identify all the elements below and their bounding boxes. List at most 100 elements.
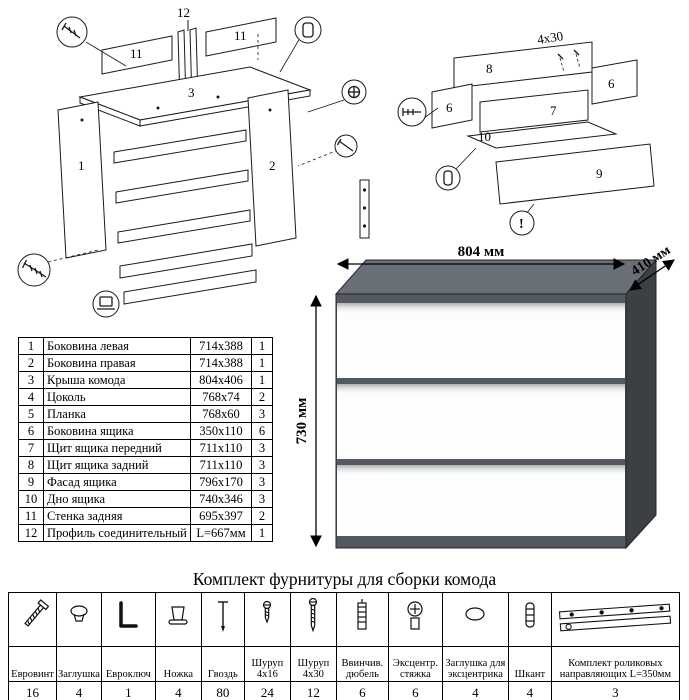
part-name: Щит ящика передний xyxy=(43,439,191,457)
part-size: 711x110 xyxy=(190,439,252,457)
hardware-qty-row: 16 4 1 4 80 24 12 6 6 4 4 3 xyxy=(8,681,680,700)
dowel-callout-circle xyxy=(294,16,322,44)
cam-cover-icon xyxy=(465,607,485,621)
part-name: Фасад ящика xyxy=(43,473,191,491)
wooden-dowel-icon xyxy=(525,602,535,628)
part-number: 6 xyxy=(18,422,44,440)
hardware-qty: 6 xyxy=(387,681,443,700)
part-label-facade: 9 xyxy=(596,166,603,181)
hardware-qty: 12 xyxy=(289,681,337,700)
frame-assembly-diagram: 12 11 11 3 1 2 xyxy=(17,5,370,318)
drawer-front-1 xyxy=(337,303,625,378)
hardware-qty: 1 xyxy=(100,681,156,700)
part-qty: 1 xyxy=(251,524,273,542)
part-size: 714x388 xyxy=(190,337,252,355)
hardware-name: Ножка xyxy=(154,646,202,682)
foot-callout-circle xyxy=(92,290,120,318)
part-label-back-right: 11 xyxy=(234,28,247,43)
dresser-render: 804 мм 410 мм 730 мм xyxy=(294,243,675,550)
hardware-name: Эксцентр. стяжка xyxy=(387,646,443,682)
screw-in-dowel-icon xyxy=(357,599,367,630)
cover-cap-icon xyxy=(70,605,88,622)
part-name: Боковина ящика xyxy=(43,422,191,440)
hardware-name: Заглушка для эксцентрика xyxy=(441,646,509,682)
part-size: 714x388 xyxy=(190,354,252,372)
dowel-callout-circle xyxy=(435,165,461,191)
part-size: 350x110 xyxy=(190,422,252,440)
part-number: 9 xyxy=(18,473,44,491)
hardware-qty: 4 xyxy=(154,681,202,700)
hardware-name: Евровинт xyxy=(8,646,57,682)
part-number: 1 xyxy=(18,337,44,355)
hardware-qty: 4 xyxy=(56,681,102,700)
screw-size-note: 4x30 xyxy=(536,28,564,47)
dresser-side-face xyxy=(625,258,657,550)
part-size: L=667мм xyxy=(190,524,252,542)
part-name: Щит ящика задний xyxy=(43,456,191,474)
part-size: 711x110 xyxy=(190,456,252,474)
part-label-top: 3 xyxy=(188,85,195,100)
part-label-side-right: 6 xyxy=(608,76,615,91)
warning-circle xyxy=(509,210,535,236)
hardware-qty: 24 xyxy=(243,681,291,700)
part-label-back-left: 11 xyxy=(130,46,143,61)
dresser-top-face xyxy=(334,259,658,295)
part-label-front: 7 xyxy=(550,103,557,118)
part-name: Цоколь xyxy=(43,388,191,406)
hardware-qty: 3 xyxy=(550,681,680,700)
foot-icon xyxy=(168,606,188,625)
height-dimension-label: 730 мм xyxy=(294,398,310,445)
hardware-table: Евровинт Заглушка Евроключ Ножка Гвоздь … xyxy=(8,592,680,700)
hardware-name: Заглушка xyxy=(56,646,102,682)
drawer-front-3 xyxy=(337,465,625,536)
hardware-name: Шуруп 4x16 xyxy=(243,646,291,682)
drawer-fronts xyxy=(337,303,625,536)
hardware-name: Гвоздь xyxy=(200,646,245,682)
hardware-name: Шкант xyxy=(507,646,552,682)
part-name: Боковина правая xyxy=(43,354,191,372)
depth-dimension-arrow xyxy=(629,259,675,291)
hardware-name-row: Евровинт Заглушка Евроключ Ножка Гвоздь … xyxy=(8,646,680,682)
cam-lock-icon xyxy=(407,601,423,630)
width-dimension-label: 804 мм xyxy=(458,244,505,260)
part-qty: 2 xyxy=(251,388,273,406)
hardware-name: Шуруп 4x30 xyxy=(289,646,337,682)
part-number: 4 xyxy=(18,388,44,406)
part-number: 7 xyxy=(18,439,44,457)
part-number: 12 xyxy=(18,524,44,542)
drawer-assembly-diagram: 8 6 6 7 10 9 4x30 ! xyxy=(397,28,655,236)
part-size: 768x74 xyxy=(190,388,252,406)
part-size: 768x60 xyxy=(190,405,252,423)
hardware-qty: 4 xyxy=(507,681,552,700)
warning-mark: ! xyxy=(519,217,524,232)
screw-4x30-icon xyxy=(309,597,318,633)
hardware-name: Ввинчив. дюбель xyxy=(335,646,389,682)
part-name: Стенка задняя xyxy=(43,507,191,525)
part-size: 695x397 xyxy=(190,507,252,525)
drawer-front-2 xyxy=(337,384,625,459)
part-label-bottom: 10 xyxy=(478,129,491,144)
nail-icon xyxy=(217,601,228,632)
part-size: 804x406 xyxy=(190,371,252,389)
hardware-icon-row xyxy=(8,592,680,647)
part-label-profile: 12 xyxy=(177,5,190,20)
part-name: Боковина левая xyxy=(43,337,191,355)
part-label-back: 8 xyxy=(486,61,493,76)
part-label-side-left: 6 xyxy=(446,100,453,115)
part-name: Крыша комода xyxy=(43,371,191,389)
hardware-kit-title: Комплект фурнитуры для сборки комода xyxy=(192,569,497,589)
hardware-name: Комплект роликовых направляющих L=350мм xyxy=(550,646,680,682)
hex-key-icon xyxy=(119,601,139,628)
